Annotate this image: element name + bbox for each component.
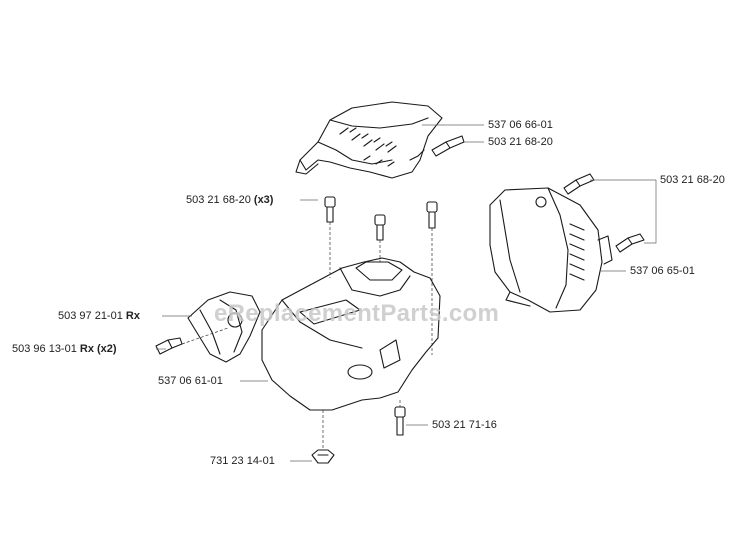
label-text: 503 21 68-20 — [488, 136, 553, 148]
label-503-21-68-20-right: 503 21 68-20 — [660, 174, 725, 187]
nut-part[interactable] — [311, 449, 335, 464]
top-cover-part[interactable] — [295, 101, 443, 179]
label-537-06-66-01: 537 06 66-01 — [488, 119, 553, 132]
label-suffix: (x3) — [253, 194, 274, 206]
right-screw-upper-part[interactable] — [563, 173, 595, 195]
label-text: 503 21 68-20 — [186, 194, 251, 206]
label-text: 503 21 68-20 — [660, 174, 725, 186]
label-503-96-13-01: 503 96 13-01 Rx (x2) — [12, 343, 117, 356]
screw-right-part[interactable] — [426, 201, 438, 229]
label-text: 503 97 21-01 — [58, 310, 123, 322]
label-text: 537 06 61-01 — [158, 375, 223, 387]
leader-lines — [156, 124, 657, 462]
label-text: 503 21 71-16 — [432, 419, 497, 431]
main-cover-part[interactable] — [261, 257, 441, 411]
label-503-21-68-20-top: 503 21 68-20 — [488, 136, 553, 149]
bottom-screw-part[interactable] — [394, 406, 406, 436]
assembly-lines — [181, 222, 433, 450]
label-537-06-61-01: 537 06 61-01 — [158, 375, 223, 388]
label-text: 537 06 65-01 — [630, 265, 695, 277]
small-cover-part[interactable] — [187, 291, 261, 363]
label-text: 731 23 14-01 — [210, 455, 275, 467]
label-text: 503 96 13-01 — [12, 343, 77, 355]
screw-middle-part[interactable] — [374, 214, 386, 241]
top-screw-part[interactable] — [431, 135, 465, 157]
label-503-97-21-01: 503 97 21-01 Rx — [58, 310, 140, 323]
label-503-21-71-16: 503 21 71-16 — [432, 419, 497, 432]
screw-left-part[interactable] — [324, 196, 336, 223]
watermark: eReplacementParts.com — [214, 300, 500, 327]
label-text: 537 06 66-01 — [488, 119, 553, 131]
right-cover-part[interactable] — [489, 187, 613, 313]
label-suffix: Rx — [125, 310, 140, 322]
label-731-23-14-01: 731 23 14-01 — [210, 455, 275, 468]
small-screw-part[interactable] — [155, 337, 183, 355]
label-503-21-68-20-x3: 503 21 68-20 (x3) — [186, 194, 273, 207]
label-537-06-65-01: 537 06 65-01 — [630, 265, 695, 278]
label-suffix: Rx (x2) — [79, 343, 117, 355]
right-screw-lower-part[interactable] — [615, 233, 645, 253]
